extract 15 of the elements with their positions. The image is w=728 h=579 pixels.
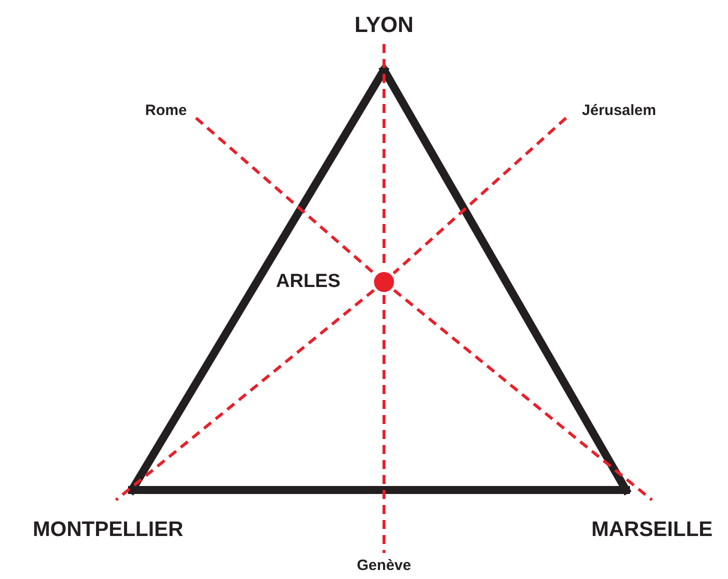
place-label: Genève bbox=[356, 557, 412, 574]
dashed-line bbox=[382, 295, 386, 553]
place-label: ARLES bbox=[276, 271, 342, 293]
place-label: MONTPELLIER bbox=[32, 518, 184, 542]
triangle-side bbox=[380, 66, 630, 494]
dashed-line bbox=[393, 289, 653, 502]
place-label: MARSEILLE bbox=[590, 518, 714, 542]
triangle-side bbox=[128, 66, 388, 494]
place-label: LYON bbox=[353, 12, 415, 38]
place-label: Jérusalem bbox=[580, 102, 658, 119]
dashed-line bbox=[392, 116, 567, 274]
dashed-line bbox=[115, 289, 375, 502]
place-label: Rome bbox=[144, 102, 188, 119]
triangle-side bbox=[128, 486, 630, 494]
dashed-line bbox=[195, 116, 376, 275]
